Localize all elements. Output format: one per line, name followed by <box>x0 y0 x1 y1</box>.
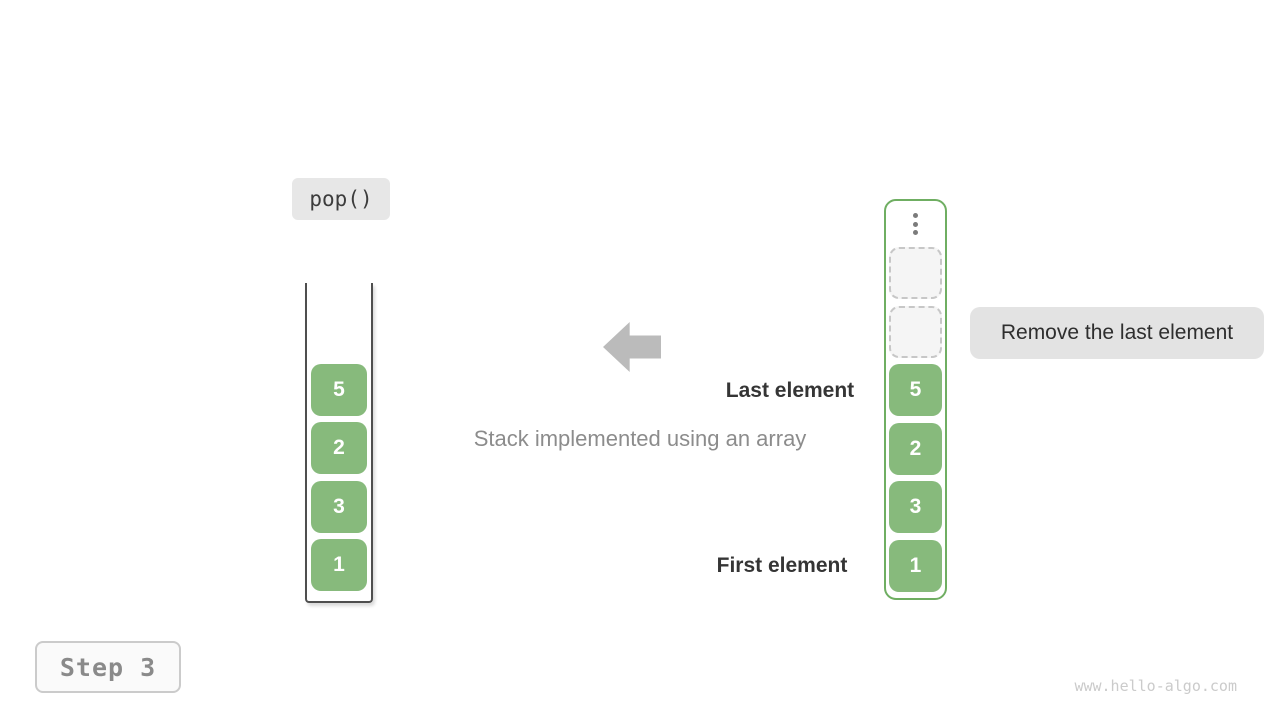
watermark-text: www.hello-algo.com <box>1074 677 1237 695</box>
step-badge: Step 3 <box>35 641 181 693</box>
dot <box>913 221 918 227</box>
array-cell: 1 <box>889 539 942 592</box>
empty-slot <box>889 247 942 299</box>
stack-box: 2 <box>311 422 367 474</box>
array-cell: 5 <box>889 364 942 416</box>
arrow-left-icon <box>603 322 661 372</box>
dot <box>913 213 918 218</box>
array-column: 5 2 3 1 <box>884 199 947 600</box>
array-cell: 3 <box>889 481 942 533</box>
stack-box: 3 <box>311 480 367 533</box>
empty-slot <box>889 305 942 358</box>
tooltip-remove-last: Remove the last element <box>970 307 1264 359</box>
ellipsis-icon <box>913 213 918 235</box>
stack-bucket: 5 2 3 1 <box>305 283 373 603</box>
pop-operation-label: pop() <box>292 178 390 220</box>
caption-text: Stack implemented using an array <box>473 426 807 451</box>
array-cell: 2 <box>889 422 942 475</box>
first-element-label: First element <box>716 554 848 577</box>
dot <box>913 230 918 235</box>
stack-box: 5 <box>311 363 367 416</box>
stack-box: 1 <box>311 539 367 591</box>
last-element-label: Last element <box>725 379 855 402</box>
